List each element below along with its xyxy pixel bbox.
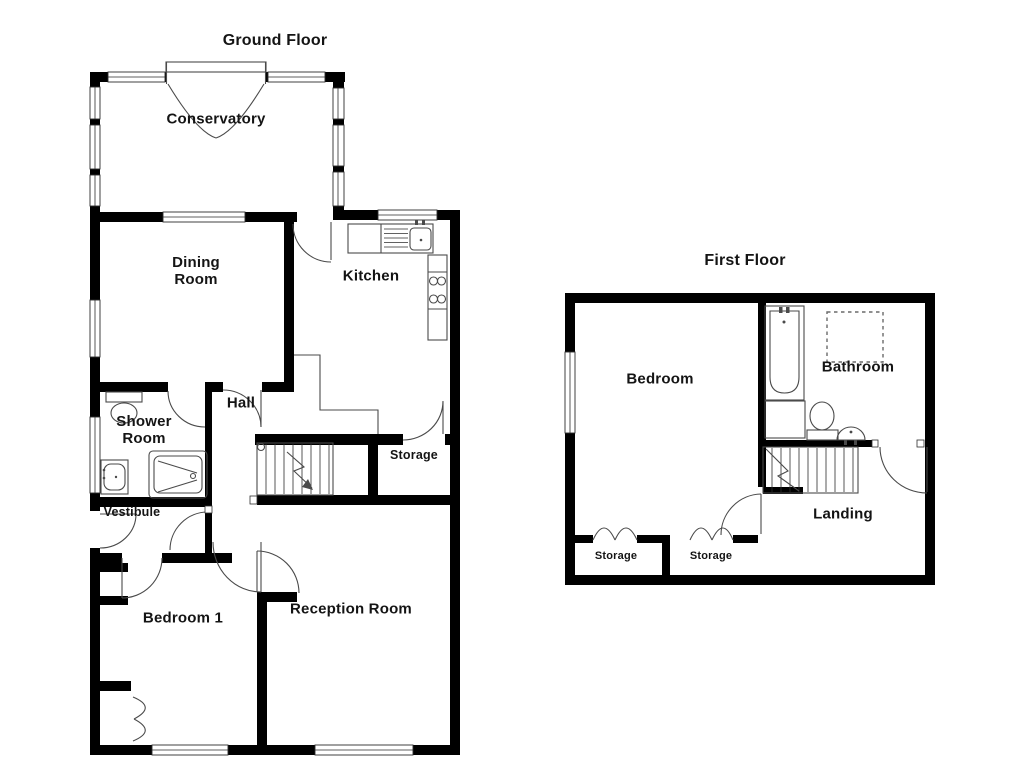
storage-bifold-left: [592, 527, 638, 541]
stairs-ground: [256, 442, 334, 496]
kitchen-boundary-line: [294, 354, 379, 434]
first-windows: [564, 351, 576, 434]
door-jamb: [249, 495, 258, 505]
hall-corridor-door: [212, 541, 262, 593]
washbasin-ground-fixture: [100, 459, 129, 495]
room-label-bathroom: Bathroom: [821, 358, 895, 376]
room-label-storage-ground: Storage: [390, 448, 438, 462]
shower-tray-fixture: [148, 450, 208, 499]
ground-doors: [99, 61, 444, 742]
front-door: [99, 513, 137, 549]
dining-hall-door: [222, 389, 262, 428]
hob-fixture: [427, 254, 448, 341]
first-doors: [592, 446, 928, 541]
room-label-reception-room: Reception Room: [290, 600, 412, 618]
room-label-dining-room: Dining Room: [172, 254, 220, 288]
room-label-landing: Landing: [813, 505, 873, 523]
first-floor-plan: [564, 293, 935, 585]
room-label-vestibule: Vestibule: [103, 505, 161, 519]
room-label-kitchen: Kitchen: [342, 267, 400, 285]
landing-door: [879, 446, 928, 494]
kitchen-sink-fixture: [347, 220, 434, 254]
storage-bifold-right: [689, 527, 734, 541]
door-jamb: [871, 439, 879, 448]
first-floor-title: First Floor: [704, 252, 786, 270]
skylight-dashed-outline: [826, 311, 884, 363]
room-label-conservatory: Conservatory: [166, 110, 266, 128]
conservatory-kitchen-door: [292, 222, 332, 263]
front-door-opening: [89, 511, 101, 548]
toilet-ground-fixture: [105, 391, 143, 424]
vanity-unit-fixture: [764, 400, 806, 439]
room-label-storage-left: Storage: [594, 549, 638, 562]
door-jamb: [916, 439, 925, 448]
washbasin-first-fixture: [836, 426, 866, 445]
room-label-storage-right: Storage: [689, 549, 733, 562]
conservatory-french-doors: [165, 61, 267, 139]
room-label-bedroom1: Bedroom 1: [142, 609, 224, 627]
closet-bifold-door: [132, 696, 146, 742]
door-jamb: [204, 505, 213, 514]
first-walls: [565, 293, 935, 585]
ground-windows: [89, 71, 438, 756]
french-door-opening: [166, 71, 266, 83]
toilet-first-fixture: [806, 401, 839, 441]
bedroom1-door: [121, 557, 163, 599]
reception-door: [256, 550, 300, 594]
stairs-first: [762, 446, 859, 494]
room-label-bedroom-first: Bedroom: [626, 370, 694, 388]
bathtub-fixture: [764, 305, 805, 401]
bedroom-first-door: [720, 493, 762, 536]
room-label-hall: Hall: [226, 394, 256, 412]
ground-floor-plan: [89, 61, 460, 756]
room-label-shower-room: Shower Room: [116, 413, 172, 447]
storage-door-ground: [402, 400, 444, 441]
ground-floor-title: Ground Floor: [222, 32, 328, 50]
shower-room-door: [167, 390, 206, 428]
vestibule-hall-door: [169, 511, 209, 551]
